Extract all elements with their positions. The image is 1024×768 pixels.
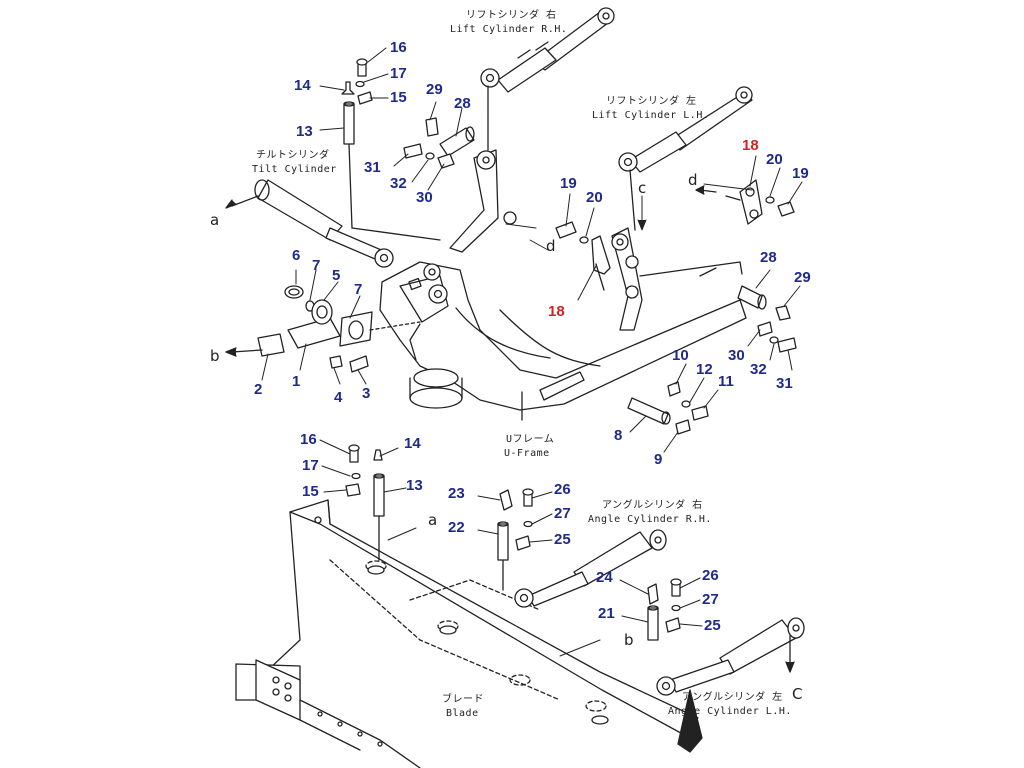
callout-part-32[interactable]: 32 bbox=[390, 175, 407, 192]
caption-lift-cylinder-rh-jp: リフトシリンダ 右 bbox=[466, 10, 557, 21]
callout-part-15[interactable]: 15 bbox=[390, 89, 407, 106]
callout-part-19[interactable]: 19 bbox=[792, 165, 809, 182]
blade bbox=[232, 499, 703, 768]
callout-part-16-lower[interactable]: 16 bbox=[300, 431, 317, 448]
ref-letter-c-frame: c bbox=[638, 179, 647, 197]
callout-part-22[interactable]: 22 bbox=[448, 519, 465, 536]
callout-part-3[interactable]: 3 bbox=[362, 385, 371, 402]
callout-part-7-second[interactable]: 7 bbox=[354, 281, 363, 298]
caption-angle-cylinder-lh-en: Angle Cylinder L.H. bbox=[668, 706, 792, 717]
callout-part-30-right[interactable]: 30 bbox=[728, 347, 745, 364]
callout-part-15-lower[interactable]: 15 bbox=[302, 483, 319, 500]
ref-letter-c-blade: C bbox=[792, 685, 803, 703]
callout-part-28-right[interactable]: 28 bbox=[760, 249, 777, 266]
callout-part-14[interactable]: 14 bbox=[294, 77, 311, 94]
ref-letter-d-pin: d bbox=[688, 171, 698, 189]
hardware-right-pins bbox=[737, 285, 797, 353]
callout-part-5[interactable]: 5 bbox=[332, 267, 341, 284]
callout-part-9[interactable]: 9 bbox=[654, 451, 663, 468]
angle-cylinder-rh bbox=[514, 529, 667, 608]
u-frame bbox=[379, 261, 747, 421]
callout-part-13-lower[interactable]: 13 bbox=[406, 477, 423, 494]
callout-part-8[interactable]: 8 bbox=[614, 427, 623, 444]
callout-part-1[interactable]: 1 bbox=[292, 373, 301, 390]
callout-part-10[interactable]: 10 bbox=[672, 347, 689, 364]
callout-part-11[interactable]: 11 bbox=[718, 373, 734, 390]
callout-part-25-lower[interactable]: 25 bbox=[704, 617, 721, 634]
caption-blade-jp: ブレード bbox=[442, 694, 484, 705]
callout-part-20[interactable]: 20 bbox=[766, 151, 783, 168]
callout-part-16[interactable]: 16 bbox=[390, 39, 407, 56]
lift-cylinder-lh bbox=[618, 86, 753, 231]
callout-part-26[interactable]: 26 bbox=[554, 481, 571, 498]
callout-part-28[interactable]: 28 bbox=[454, 95, 471, 112]
caption-lift-cylinder-lh-jp: リフトシリンダ 左 bbox=[606, 96, 697, 107]
hardware-top-right bbox=[695, 179, 795, 225]
callout-part-12[interactable]: 12 bbox=[696, 361, 713, 378]
ref-letter-a-blade: a bbox=[428, 511, 438, 529]
hardware-tilt-end bbox=[225, 285, 421, 373]
caption-tilt-cylinder-jp: チルトシリンダ bbox=[256, 150, 330, 161]
callout-part-29[interactable]: 29 bbox=[426, 81, 443, 98]
caption-angle-cylinder-rh-jp: アングルシリンダ 右 bbox=[602, 500, 703, 511]
callout-part-18-highlight[interactable]: 18 bbox=[742, 137, 759, 154]
caption-u-frame-jp: Uフレーム bbox=[506, 434, 555, 445]
caption-tilt-cylinder-en: Tilt Cylinder bbox=[252, 164, 337, 175]
caption-blade-en: Blade bbox=[446, 708, 479, 719]
angle-cylinder-lh bbox=[656, 617, 805, 696]
callout-part-14-lower[interactable]: 14 bbox=[404, 435, 421, 452]
caption-lift-cylinder-rh-en: Lift Cylinder R.H. bbox=[450, 24, 568, 35]
callout-part-2[interactable]: 2 bbox=[254, 381, 263, 398]
callout-part-32-right[interactable]: 32 bbox=[750, 361, 767, 378]
ref-letter-b-frame: b bbox=[210, 347, 220, 365]
caption-lift-cylinder-lh-en: Lift Cylinder L.H. bbox=[592, 110, 710, 121]
lift-bracket bbox=[449, 149, 643, 331]
callout-part-17[interactable]: 17 bbox=[390, 65, 407, 82]
tilt-cylinder bbox=[225, 179, 394, 268]
caption-angle-cylinder-lh-jp: アングルシリンダ 左 bbox=[682, 692, 783, 703]
callout-part-13[interactable]: 13 bbox=[296, 123, 313, 140]
hardware-top-left bbox=[341, 58, 441, 241]
hardware-frame-pin bbox=[627, 381, 709, 435]
callout-part-4[interactable]: 4 bbox=[334, 389, 343, 406]
callout-part-29-right[interactable]: 29 bbox=[794, 269, 811, 286]
callout-part-26-lower[interactable]: 26 bbox=[702, 567, 719, 584]
hardware-upper-pin bbox=[403, 117, 475, 169]
ref-letter-b-blade: b bbox=[624, 631, 634, 649]
callout-part-25[interactable]: 25 bbox=[554, 531, 571, 548]
callout-part-30[interactable]: 30 bbox=[416, 189, 433, 206]
callout-part-31-right[interactable]: 31 bbox=[776, 375, 793, 392]
lift-cylinder-rh bbox=[480, 7, 615, 151]
callout-part-19-mid[interactable]: 19 bbox=[560, 175, 577, 192]
hardware-mid-pins bbox=[555, 221, 611, 291]
ref-letter-a-tilt: a bbox=[210, 211, 220, 229]
hardware-blade-left bbox=[345, 444, 385, 561]
hardware-blade-right bbox=[497, 488, 682, 641]
ref-letter-d-frame: d bbox=[546, 237, 556, 255]
callout-part-7[interactable]: 7 bbox=[312, 257, 321, 274]
callout-part-6[interactable]: 6 bbox=[292, 247, 301, 264]
callout-part-27[interactable]: 27 bbox=[554, 505, 571, 522]
callout-part-21[interactable]: 21 bbox=[598, 605, 615, 622]
caption-u-frame-en: U-Frame bbox=[504, 448, 550, 459]
callout-part-18-mid-highlight[interactable]: 18 bbox=[548, 303, 565, 320]
callout-part-17-lower[interactable]: 17 bbox=[302, 457, 319, 474]
caption-angle-cylinder-rh-en: Angle Cylinder R.H. bbox=[588, 514, 712, 525]
callout-part-31[interactable]: 31 bbox=[364, 159, 381, 176]
leader-lines bbox=[261, 47, 803, 657]
callout-part-23[interactable]: 23 bbox=[448, 485, 465, 502]
callout-part-27-lower[interactable]: 27 bbox=[702, 591, 719, 608]
callout-part-24[interactable]: 24 bbox=[596, 569, 613, 586]
callout-part-20-mid[interactable]: 20 bbox=[586, 189, 603, 206]
